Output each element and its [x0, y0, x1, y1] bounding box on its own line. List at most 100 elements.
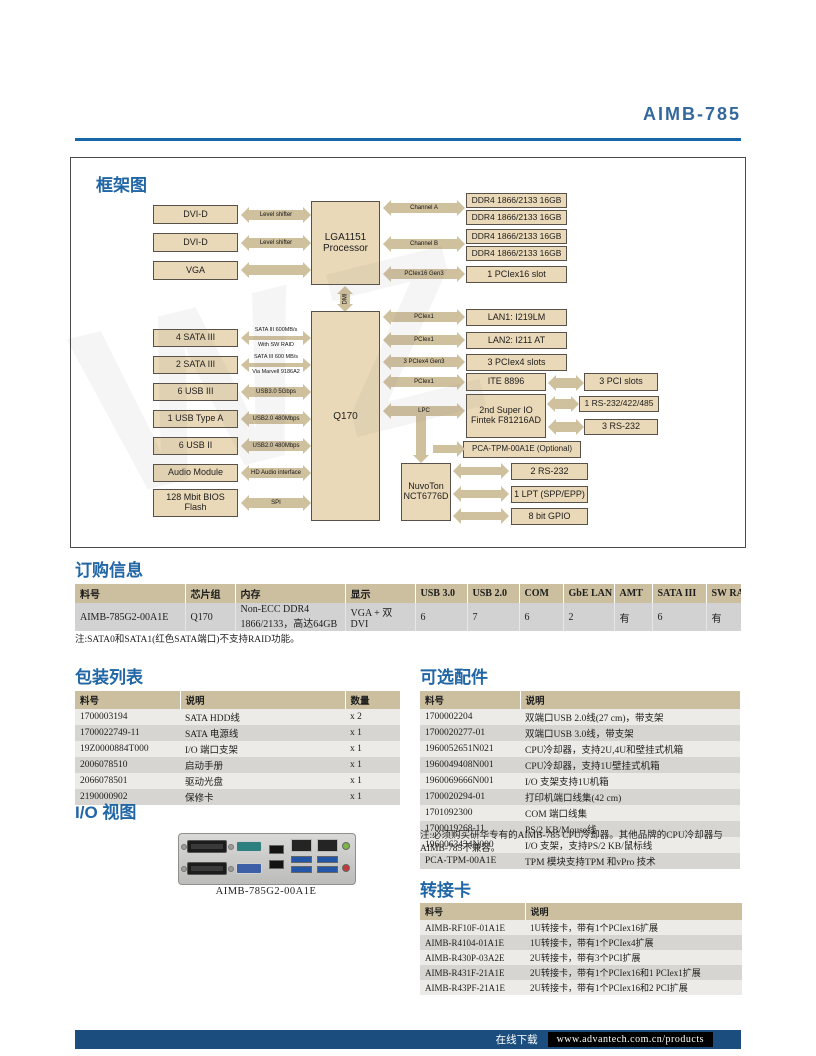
usb3-port-3 — [317, 856, 338, 863]
table-cell: 保修卡 — [180, 789, 345, 805]
arrow-label: HD Audio interface — [250, 470, 302, 476]
table-cell: x 1 — [345, 773, 400, 789]
arrow-label: Level shifter — [259, 240, 293, 246]
optional-title: 可选配件 — [420, 668, 488, 687]
diagram-box-pcie16-slot: 1 PCIex16 slot — [466, 266, 567, 283]
arrow-fintek-rs485 — [547, 396, 579, 412]
table-cell: 6 — [518, 603, 563, 631]
arrow-label: USB2.0 480Mbps — [252, 416, 300, 422]
diagram-box-lan2: LAN2: I211 AT — [466, 332, 567, 349]
diagram-box-sata2: 2 SATA III — [153, 356, 238, 374]
diagram-box-usb2: 6 USB II — [153, 437, 238, 455]
column-header: AMT — [613, 584, 652, 603]
arrow-label: Channel B — [409, 241, 439, 247]
table-cell: AIMB-R430P-03A2E — [420, 950, 525, 965]
dvi-port-1 — [187, 840, 227, 853]
column-header: 芯片组 — [184, 584, 235, 603]
diagram-box-out-gpio: 8 bit GPIO — [511, 508, 588, 525]
footer-url-link[interactable]: www.advantech.com.cn/products — [547, 1032, 713, 1047]
arrow-hd-audio: HD Audio interface — [241, 465, 311, 481]
table-cell: 1700020294-01 — [420, 789, 520, 805]
io-panel-caption: AIMB-785G2-00A1E — [215, 886, 317, 897]
arrow-usb-typea: USB2.0 480Mbps — [241, 411, 311, 427]
diagram-box-out-rs232: 2 RS-232 — [511, 463, 588, 480]
arrow-fintek-rs232 — [548, 419, 584, 435]
table-cell: 1700022749-11 — [75, 725, 180, 741]
table-cell: 1U转接卡，带有1个PCIex4扩展 — [525, 935, 742, 950]
io-panel-image — [178, 833, 356, 885]
arrow-label: 3 PCIex4 Gen3 — [403, 359, 445, 365]
audio-jack-line-out — [342, 842, 350, 850]
diagram-box-pci-slots: 3 PCI slots — [584, 373, 658, 391]
serial-port — [236, 841, 262, 852]
arrow-label: Channel A — [410, 205, 438, 211]
table-cell: 1960069666N001 — [420, 773, 520, 789]
table-cell: 1U转接卡，带有1个PCIex16扩展 — [525, 920, 742, 935]
arrow-pcie1-lan2: PCIex1 — [383, 332, 465, 348]
arrow-to-tpm — [433, 441, 465, 457]
table-cell: 1960063434N000 — [420, 837, 520, 853]
arrow-level-shifter-1: Level shifter — [241, 207, 311, 223]
column-header: 说明 — [519, 691, 740, 709]
screw-icon — [181, 844, 187, 850]
arrow-label: PCIex1 — [414, 379, 434, 385]
table-cell: 1700003194 — [75, 709, 180, 725]
header-rule — [75, 138, 741, 141]
arrow-pcie1-lan1: PCIex1 — [383, 309, 465, 325]
column-header: 料号 — [75, 691, 180, 709]
arrow-channel-b: Channel B — [383, 236, 465, 252]
table-cell: I/O 端口支架 — [180, 741, 345, 757]
arrow-ite-pci — [548, 375, 584, 391]
column-header: COM — [518, 584, 563, 603]
column-header: SATA III — [651, 584, 706, 603]
table-cell: 2 — [562, 603, 614, 631]
table-cell: x 1 — [345, 741, 400, 757]
column-header: USB 2.0 — [466, 584, 519, 603]
arrow-dmi: DMI — [337, 286, 353, 312]
block-diagram: 框架图 DVI-D DVI-D VGA Level shifter Level … — [70, 157, 746, 548]
table-cell: 启动手册 — [180, 757, 345, 773]
lan-port-2 — [317, 839, 338, 852]
diagram-box-rs232-3: 3 RS-232 — [584, 419, 658, 435]
usb3-port-1 — [291, 856, 312, 863]
diagram-box-dimm-3: DDR4 1866/2133 16GB — [466, 229, 567, 244]
arrow-pcie16: PCIex16 Gen3 — [383, 266, 465, 282]
table-cell: I/O 支架，支持PS/2 KB/鼠标线 — [520, 837, 740, 853]
table-cell: 2U转接卡，带有1个PCIex16和1 PCIex1扩展 — [525, 965, 742, 980]
arrow-spi: SPI — [241, 495, 311, 511]
diagram-box-audio: Audio Module — [153, 464, 238, 482]
column-header: 料号 — [75, 584, 185, 603]
table-cell: 1700020277-01 — [420, 725, 520, 741]
arrow-label-sata2-bottom: Via Marvell 9186A2 — [252, 369, 300, 375]
table-cell: AIMB-R43PF-21A1E — [420, 980, 525, 995]
table-cell: AIMB-785G2-00A1E — [75, 603, 185, 631]
table-cell: Q170 — [184, 603, 235, 631]
diagram-box-dvi-2: DVI-D — [153, 233, 238, 252]
column-header: 料号 — [420, 691, 520, 709]
optional-note: 注:必须购买研华专有的AIMB-785 CPU冷却器。其他品牌的CPU冷却器与A… — [420, 831, 723, 854]
vga-port — [236, 863, 262, 874]
table-cell: 6 — [414, 603, 467, 631]
screw-icon — [181, 866, 187, 872]
table-cell: 2U转接卡，带有3个PCI扩展 — [525, 950, 742, 965]
table-cell: 6 — [651, 603, 706, 631]
table-cell: I/O 支架支持1U机箱 — [520, 773, 740, 789]
table-cell: x 1 — [345, 757, 400, 773]
diagram-box-dimm-1: DDR4 1866/2133 16GB — [466, 193, 567, 208]
packing-title: 包装列表 — [75, 668, 143, 687]
io-view-title: I/O 视图 — [75, 803, 137, 822]
audio-jack-mic — [342, 864, 350, 872]
table-cell: 有 — [705, 603, 741, 631]
diagram-box-superio-fintek: 2nd Super IO Fintek F81216AD — [466, 394, 546, 438]
column-header: GbE LAN — [562, 584, 614, 603]
table-cell: x 1 — [345, 789, 400, 805]
table-cell: x 1 — [345, 725, 400, 741]
diagram-box-tpm: PCA-TPM-00A1E (Optional) — [463, 441, 581, 458]
